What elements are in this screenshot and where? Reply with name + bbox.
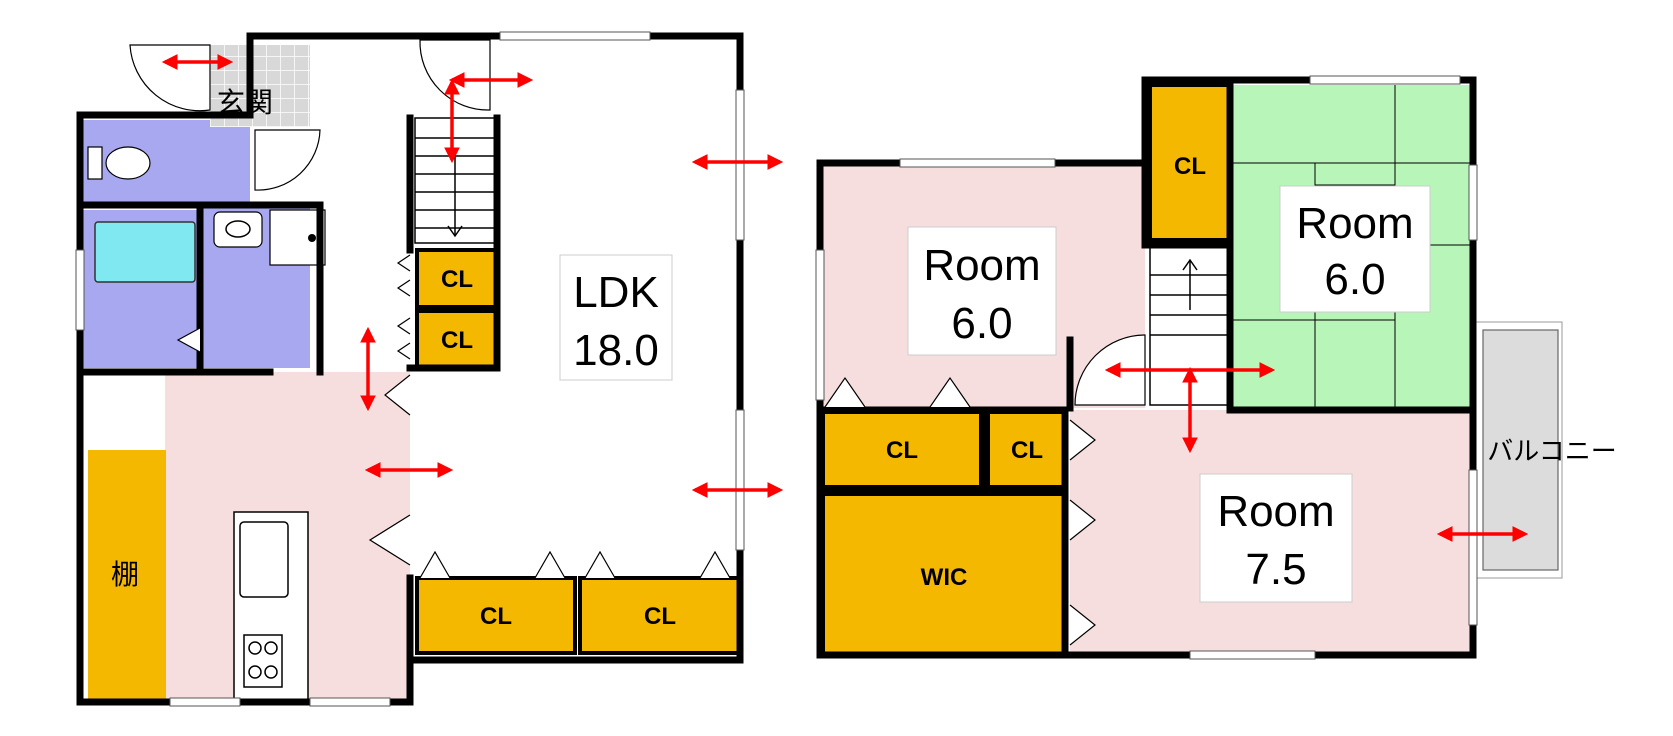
wic-label: WIC — [921, 564, 968, 591]
window — [1468, 469, 1478, 626]
folding-door — [419, 550, 731, 579]
window — [1309, 75, 1461, 85]
kitchen-counter — [233, 511, 309, 703]
ldk-size: 18.0 — [573, 326, 659, 375]
window — [499, 31, 651, 41]
folding-door — [396, 254, 411, 360]
second-floor: Room 6.0 Room 6.0 Room 7.5 CL CL CL WIC … — [815, 75, 1617, 660]
opening-arrows-2f — [1104, 362, 1529, 542]
shelf — [88, 450, 166, 702]
folding-door — [384, 374, 411, 416]
window — [815, 249, 825, 401]
closet-label: CL — [886, 437, 918, 464]
closet-label: CL — [441, 266, 473, 293]
closet-3 — [415, 576, 577, 655]
closet-label: CL — [1174, 153, 1206, 180]
sink-fixture — [213, 209, 326, 266]
first-floor: 玄関 LDK 18.0 CL CL CL CL 棚 — [75, 31, 784, 707]
opening-arrows-1f — [161, 54, 784, 498]
room-c-size: 7.5 — [1245, 545, 1306, 594]
room-a-size: 6.0 — [951, 299, 1012, 348]
stairs-1f — [414, 117, 496, 244]
toilet-door — [254, 129, 321, 191]
room-a-name: Room — [923, 241, 1040, 290]
shelf-label: 棚 — [111, 558, 139, 591]
closet-2 — [415, 309, 499, 370]
entrance-label: 玄関 — [217, 86, 273, 119]
window — [75, 249, 85, 331]
window — [1189, 650, 1316, 660]
toilet-fixture — [87, 146, 151, 180]
hall-door — [419, 39, 491, 111]
closet-label: CL — [644, 603, 676, 630]
window — [169, 697, 241, 707]
balcony-label: バルコニー — [1487, 437, 1616, 467]
bathtub — [94, 221, 196, 283]
folding-door — [368, 514, 411, 566]
folding-door — [824, 376, 971, 408]
folding-door — [176, 327, 201, 353]
folding-door — [1069, 419, 1096, 646]
window — [1468, 164, 1478, 241]
room-b-size: 6.0 — [1324, 255, 1385, 304]
closet-2f-1 — [1148, 83, 1232, 242]
window — [309, 697, 391, 707]
closet-label: CL — [1011, 437, 1043, 464]
window — [735, 89, 745, 241]
closet-4 — [578, 576, 742, 655]
room-b-name: Room — [1296, 199, 1413, 248]
ldk-name: LDK — [573, 268, 659, 317]
window — [735, 409, 745, 551]
entrance-door — [129, 44, 211, 112]
window — [899, 158, 1056, 168]
closet-label: CL — [441, 327, 473, 354]
wic — [821, 492, 1067, 656]
room-c-name: Room — [1217, 487, 1334, 536]
closet-label: CL — [480, 603, 512, 630]
